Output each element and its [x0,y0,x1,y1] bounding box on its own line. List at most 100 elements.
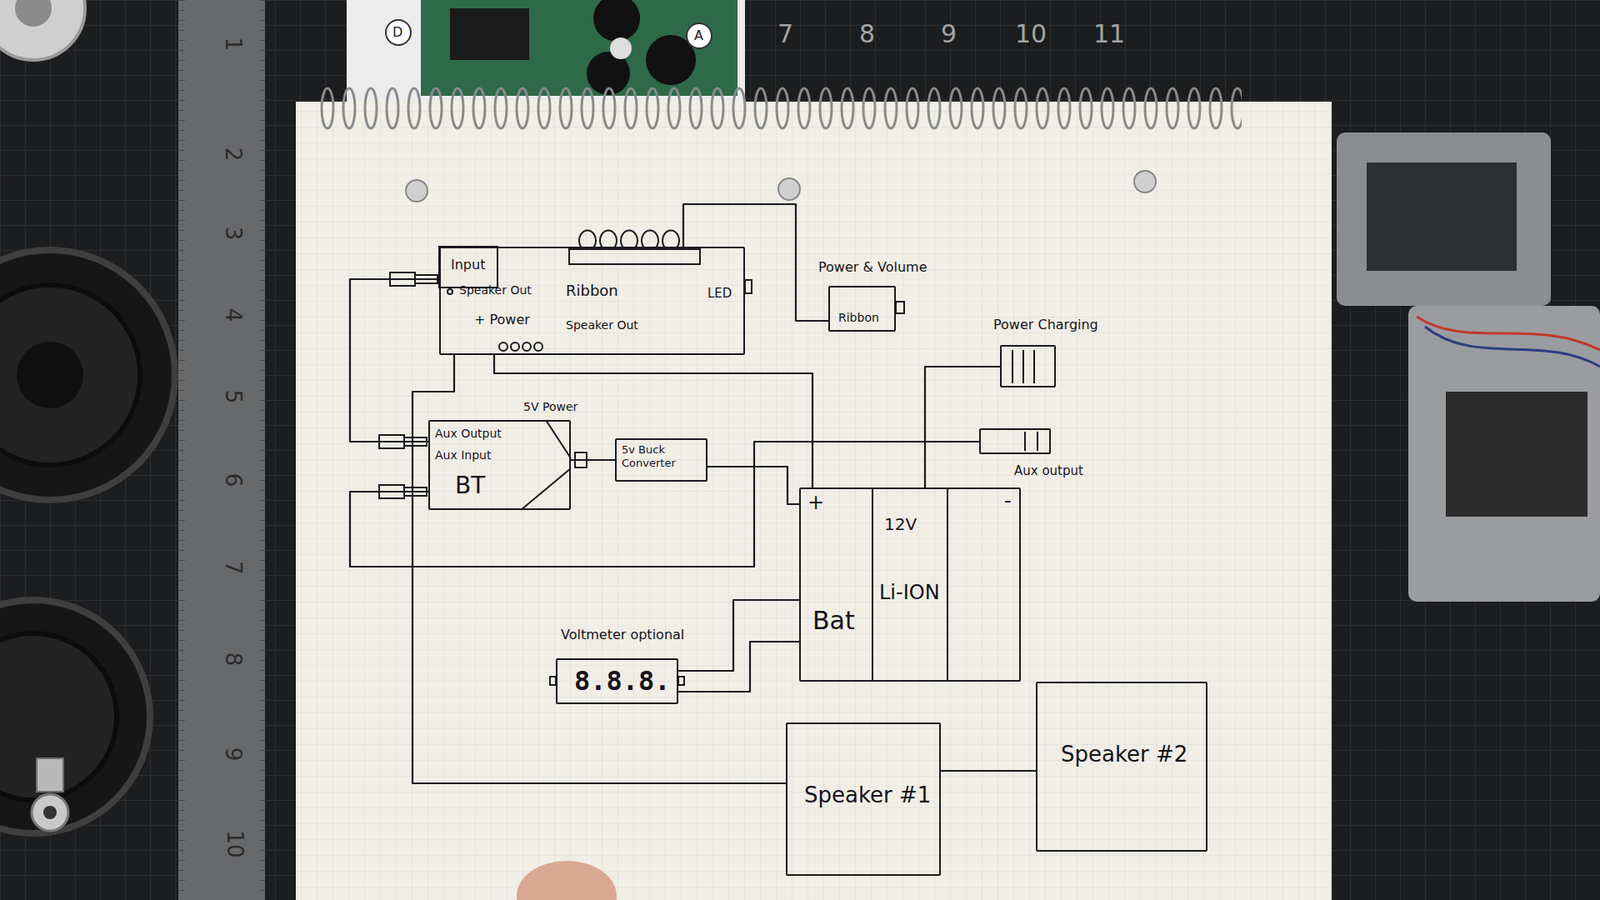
part-label: Speaker #1 [804,782,931,809]
wire [707,466,800,505]
terminal-dot [499,342,508,351]
part-label: Li-ION [879,580,940,605]
voltmeter: Voltmeter optional8.8.8. [555,658,679,705]
part-label: + [807,490,825,515]
part-label: Aux Output [435,426,502,441]
jack-body [36,758,64,792]
part-label: - [1004,489,1012,514]
callout-circle [686,23,712,49]
terminal-symbol [678,676,685,685]
mat-number: 7 [777,21,794,47]
charging-jack: Power Charging [1000,345,1056,388]
binder-hole [1134,170,1156,193]
ruler-number: 2 [222,147,245,162]
input-subbox [439,246,498,288]
pcb-chip [450,8,530,60]
thumb [516,860,617,900]
red-wire [1416,316,1600,350]
ruler-number: 3 [222,226,245,241]
wire [925,366,1000,488]
part-heading: Power & Volume [818,259,928,275]
knob-symbol [895,301,905,314]
terminal-dot [510,342,520,351]
speaker-dust-cap [16,341,84,409]
wire [350,441,980,567]
speaker-box: Speaker #1 [785,722,941,876]
terminal-dot [447,289,453,295]
bagged-module [1366,162,1517,271]
speaker-driver [0,600,150,834]
binder-hole [405,180,428,202]
bluetooth-module: Aux OutputAux InputBT5V Power [428,420,571,510]
ruler-ticks [178,0,265,900]
part-label: Ribbon [838,310,880,325]
mat-number: 10 [1015,21,1047,47]
part-label: Aux Input [435,448,491,463]
wire [350,279,440,442]
mat-number: 9 [940,21,957,47]
callout-circle [385,20,411,45]
part-heading: Power Charging [993,316,1099,333]
part-label: LED [707,285,732,301]
led-symbol [745,280,752,294]
terminal-dot [522,342,531,351]
pcb-board [420,0,738,96]
wire [678,600,800,671]
ruler [178,0,265,900]
amplifier-board: InputSpeaker OutRibbonLED+ PowerSpeaker … [439,246,745,355]
speaker-cone [0,285,140,465]
callout-letter: A [694,29,704,43]
pcb-capacitor [610,37,632,60]
part-label: Bat [812,605,855,636]
ruler-number: 1 [222,37,245,52]
wire [940,770,1036,772]
part-label: Speaker Out [565,318,639,333]
part-label: + Power [474,311,530,328]
wire [570,459,615,461]
panel-jack [31,758,69,831]
ruler-number: 10 [224,830,246,858]
part-heading: Aux output [1014,463,1084,479]
cell-divider [872,487,948,682]
ruler-number: 9 [222,747,245,762]
buck-converter: 5v Buck Converter [615,438,708,482]
part-label: 8.8.8. [574,665,671,697]
sketch-details [379,230,1038,685]
jack-symbol [1025,431,1038,451]
parts-bag [1336,132,1551,306]
solder-spool-hub [15,0,52,27]
notebook-paper [295,101,1332,900]
jack-hole [43,805,57,820]
spiral-binding [316,81,1242,135]
parts-bag [1408,305,1600,602]
aux-output-jack: Aux output [979,428,1051,455]
ribbon-connector [569,249,700,265]
part-heading: 5V Power [523,400,578,415]
terminal-symbol [550,676,556,685]
part-label: Input [450,256,485,273]
battery-pack: +12VBatLi-ION- [799,487,1021,682]
terminal-dot [534,342,543,351]
part-label: Speaker #2 [1060,741,1188,768]
jack-nut [31,794,69,831]
part-label: Speaker Out [459,283,532,298]
bt-module-outline [520,420,571,510]
part-label: BT [455,471,485,500]
ruler-number: 7 [222,560,245,575]
pcb-capacitor [593,0,640,42]
ruler-number: 8 [222,652,245,667]
power-volume-module: Power & VolumeRibbon [828,285,896,332]
paper-grid [295,101,1332,900]
binder-hole [778,178,800,200]
speaker-box: Speaker #2 [1035,681,1208,852]
wire [683,204,829,321]
wire [678,641,800,692]
blue-wire [1425,326,1600,367]
ruler-number: 4 [222,308,245,323]
ruler-number: 5 [222,390,245,405]
